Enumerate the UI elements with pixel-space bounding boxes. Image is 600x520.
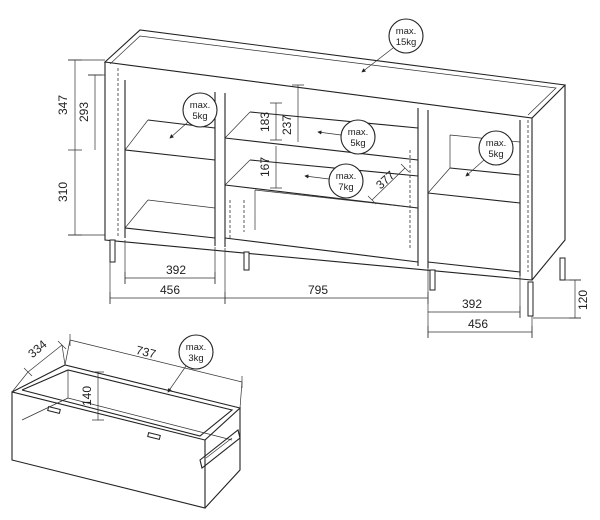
dim-center: 795: [308, 283, 328, 297]
bottom-dimensions: [109, 240, 581, 338]
load-center-lower-value: 7kg: [338, 182, 353, 193]
load-center-lower-label: max.: [336, 171, 357, 182]
dim-height-total: 347: [56, 95, 70, 115]
load-left-value: 5kg: [192, 111, 207, 122]
load-drawer: [167, 334, 214, 393]
load-drawer-value: 3kg: [188, 353, 203, 364]
load-top-value: 15kg: [396, 37, 417, 48]
dim-height-lower: 310: [56, 182, 70, 202]
dim-shelf-upper: 183: [258, 112, 272, 132]
cabinet-body: [103, 29, 567, 281]
load-center-lower: [304, 163, 364, 199]
dim-leg: 120: [576, 290, 590, 310]
dim-depth: 377: [373, 168, 397, 192]
dim-height-upper: 293: [77, 102, 91, 122]
load-drawer-label: max.: [186, 342, 207, 353]
center-shelf-dimensions: [270, 84, 304, 189]
dim-drawer-height: 140: [80, 386, 94, 406]
load-center-upper-label: max.: [348, 127, 369, 138]
dim-left-outer: 456: [160, 283, 180, 297]
cabinet-legs: [109, 239, 566, 317]
dim-drawer-width: 737: [135, 343, 158, 362]
dim-right-inner: 392: [462, 297, 482, 311]
load-top: [361, 18, 424, 73]
load-top-label: max.: [396, 26, 417, 37]
load-right: [465, 130, 514, 177]
left-dimensions: [68, 59, 105, 236]
load-center-upper-value: 5kg: [350, 138, 365, 149]
depth-dimension: [367, 163, 410, 205]
dim-right-outer: 456: [468, 317, 488, 331]
load-right-label: max.: [486, 138, 507, 149]
drawer-dimensions: [11, 334, 243, 421]
load-right-value: 5kg: [488, 149, 503, 160]
dim-shelf-mid: 167: [258, 157, 272, 177]
drawer-drawing: [11, 364, 242, 509]
load-left-label: max.: [190, 100, 211, 111]
dim-shelf-upper-b: 237: [280, 115, 294, 135]
load-left: [169, 92, 218, 139]
dim-left-inner: 392: [166, 263, 186, 277]
load-center-upper: [317, 119, 376, 155]
